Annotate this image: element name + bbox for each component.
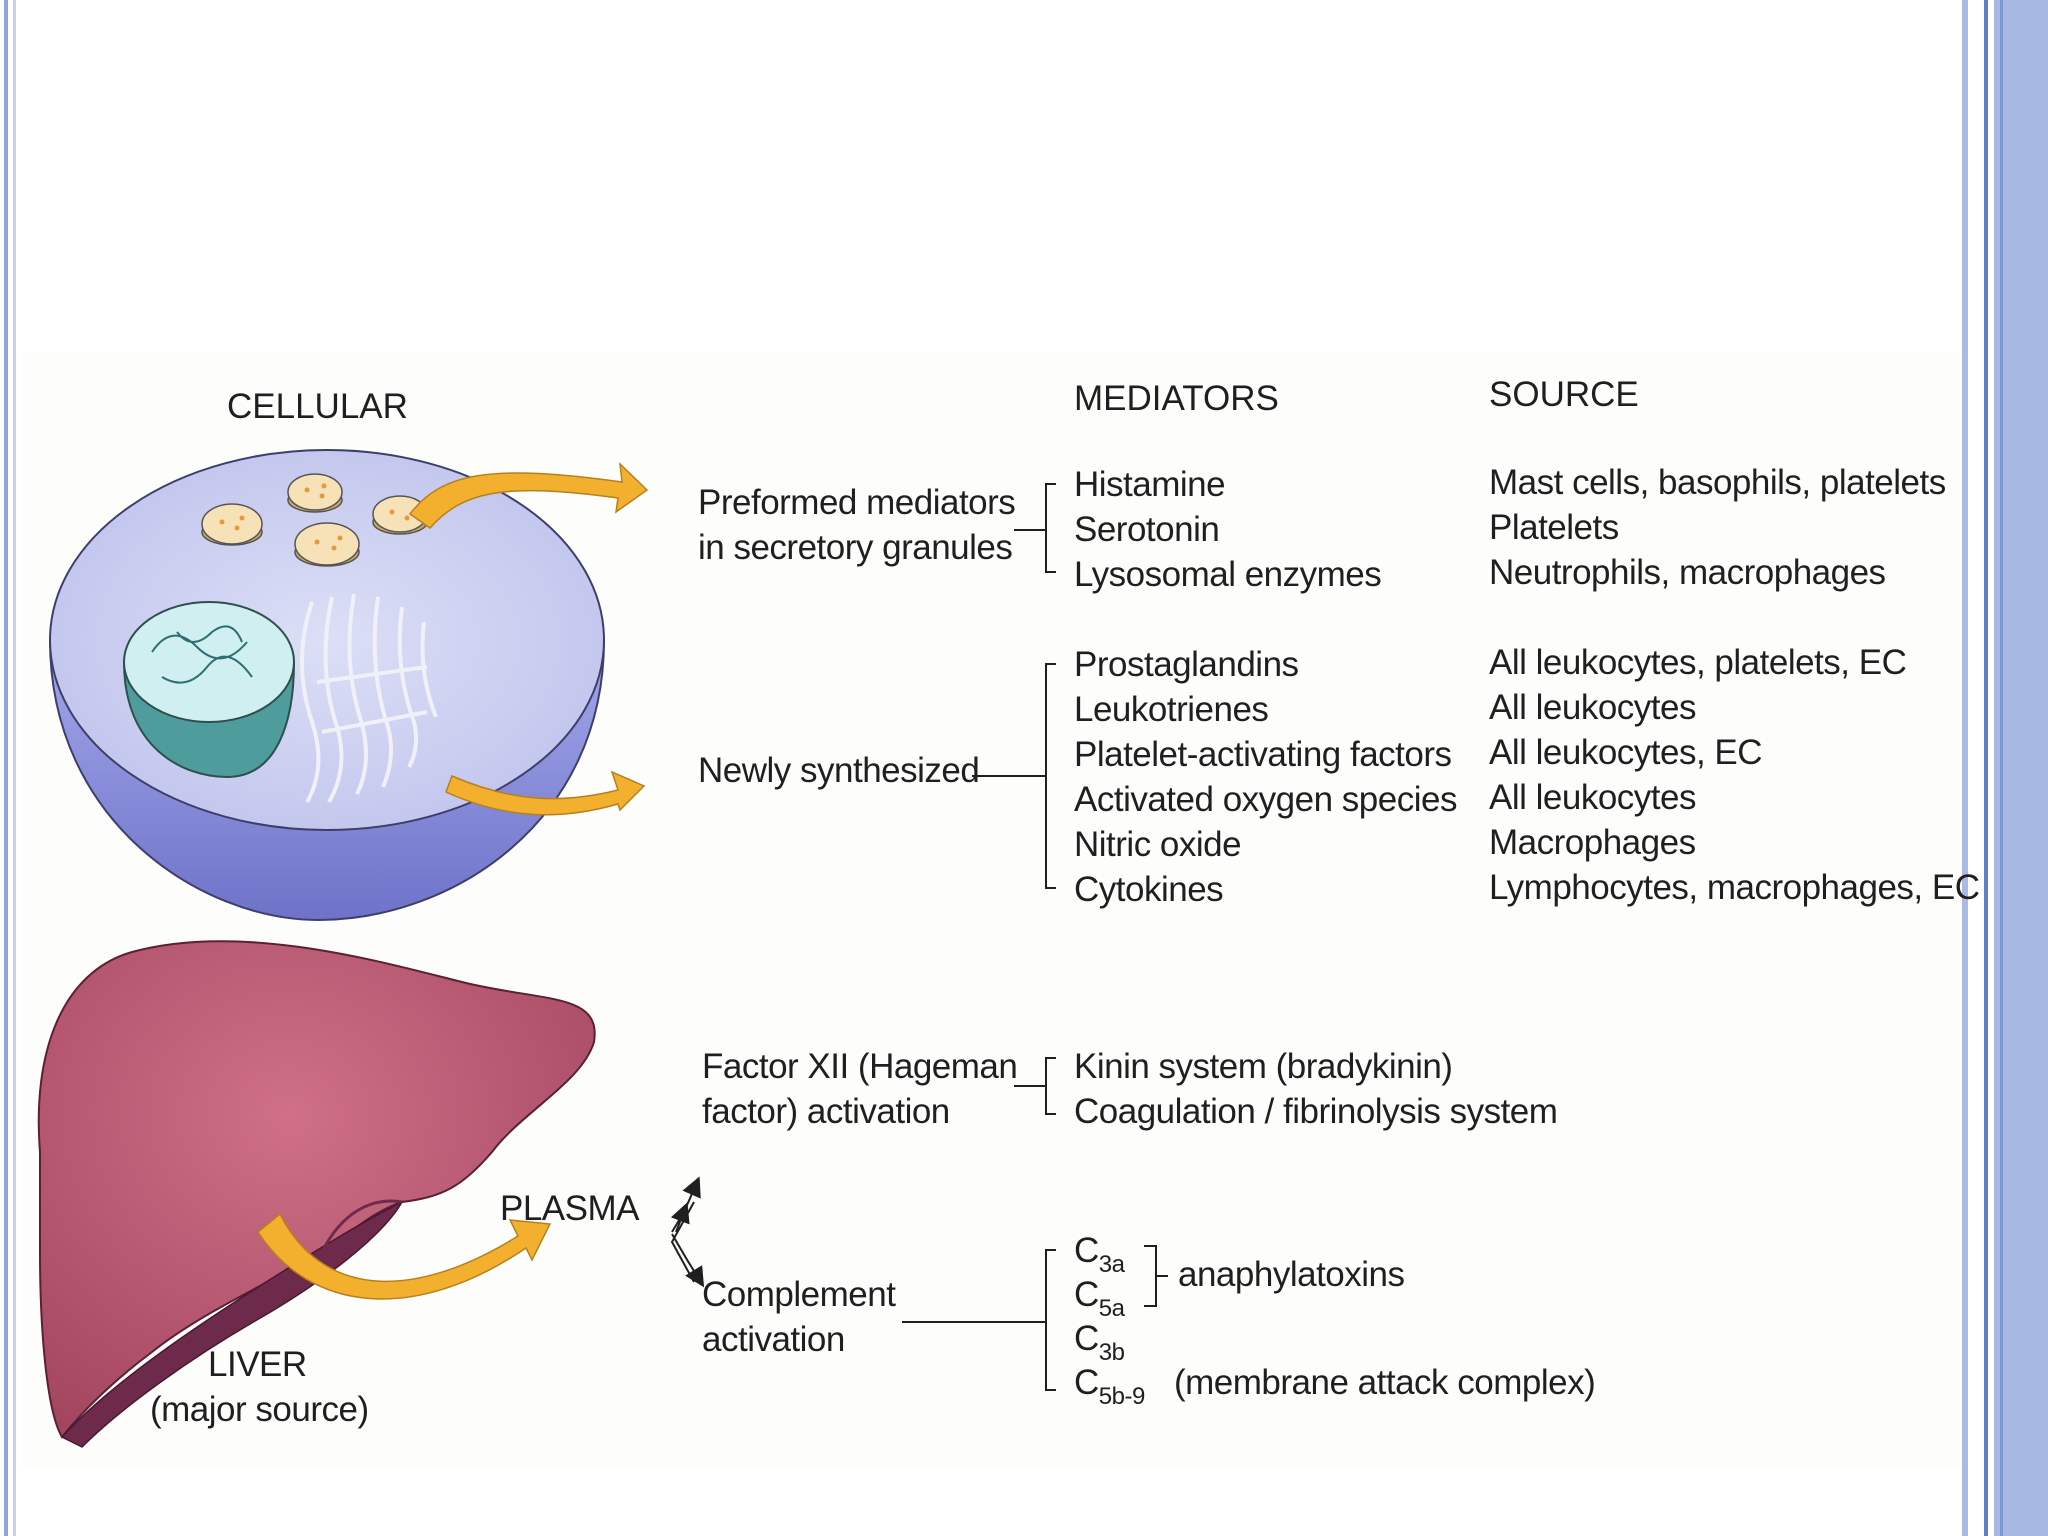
source-item: Mast cells, basophils, platelets: [1489, 463, 1946, 502]
granule-release-arrow: [408, 462, 649, 529]
mediator-item: Activated oxygen species: [1074, 780, 1457, 819]
source-item: All leukocytes: [1489, 778, 1696, 817]
complement-c5b9: C5b-9: [1074, 1363, 1145, 1410]
synthesized-label: Newly synthesized: [698, 751, 980, 790]
liver-label: LIVER: [208, 1345, 307, 1384]
factor-label-line1: Factor XII (Hageman: [702, 1047, 1018, 1086]
mediator-item: Serotonin: [1074, 510, 1220, 549]
source-item: All leukocytes, EC: [1489, 733, 1763, 772]
factor-label-line2: factor) activation: [702, 1092, 950, 1131]
source-item: Platelets: [1489, 508, 1619, 547]
source-header: SOURCE: [1489, 375, 1639, 414]
plasma-label: PLASMA: [500, 1189, 640, 1228]
golgi-apparatus-icon: [300, 593, 438, 803]
cellular-header: CELLULAR: [227, 387, 408, 426]
anaphylatoxins-label: anaphylatoxins: [1178, 1255, 1405, 1294]
complement-c3b: C3b: [1074, 1319, 1125, 1366]
mediator-item: Nitric oxide: [1074, 825, 1242, 864]
mediator-item: Coagulation / fibrinolysis system: [1074, 1092, 1558, 1131]
mediator-item: Platelet-activating factors: [1074, 735, 1452, 774]
liver-illustration: [37, 940, 596, 1448]
right-frame-border: [1958, 0, 2048, 1536]
cell-illustration: [48, 449, 649, 922]
complement-c5a: C5a: [1074, 1275, 1125, 1322]
mediator-item: Histamine: [1074, 465, 1226, 504]
source-item: Lymphocytes, macrophages, EC: [1489, 868, 1980, 907]
mediator-item: Lysosomal enzymes: [1074, 555, 1382, 594]
complement-c3a: C3a: [1074, 1231, 1125, 1278]
liver-to-plasma-arrow: [257, 1212, 552, 1300]
liver-sublabel: (major source): [150, 1390, 369, 1429]
plasma-fork-lower: [671, 1233, 705, 1288]
source-item: Macrophages: [1489, 823, 1696, 862]
diagram-artwork: [37, 449, 1168, 1448]
synthesis-arrow: [445, 770, 646, 816]
mediator-item: Kinin system (bradykinin): [1074, 1047, 1453, 1086]
nucleus-icon: [122, 601, 296, 779]
source-item: All leukocytes, platelets, EC: [1489, 643, 1907, 682]
source-item: All leukocytes: [1489, 688, 1696, 727]
complement-label-line2: activation: [702, 1320, 845, 1359]
left-frame-border: [0, 0, 22, 1536]
mediator-item: Cytokines: [1074, 870, 1224, 909]
connector-lines: [670, 483, 1168, 1391]
mediator-item: Prostaglandins: [1074, 645, 1299, 684]
membrane-attack-complex-label: (membrane attack complex): [1174, 1363, 1596, 1402]
mediators-header: MEDIATORS: [1074, 379, 1279, 418]
mediator-item: Leukotrienes: [1074, 690, 1269, 729]
plasma-fork-upper: [671, 1176, 701, 1233]
preformed-label-line1: Preformed mediators: [698, 483, 1016, 522]
complement-label-line1: Complement: [702, 1275, 896, 1314]
preformed-label-line2: in secretory granules: [698, 528, 1013, 567]
diagram-panel: CELLULAR MEDIATORS SOURCE Preformed medi…: [22, 352, 1980, 1468]
source-item: Neutrophils, macrophages: [1489, 553, 1886, 592]
